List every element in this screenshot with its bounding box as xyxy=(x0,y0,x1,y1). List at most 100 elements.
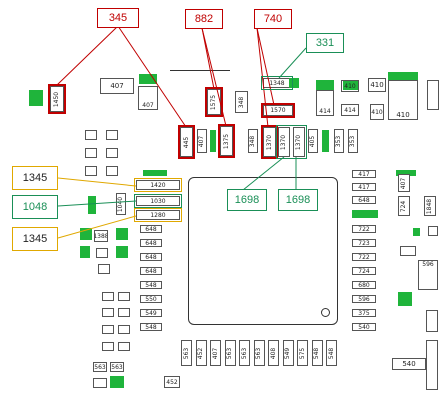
highlight-445 xyxy=(178,125,195,159)
component-722: 722 xyxy=(352,253,376,261)
component-small xyxy=(102,308,114,317)
component-small xyxy=(426,340,438,390)
component-1420: 1420 xyxy=(136,180,180,190)
component-452: 452 xyxy=(164,376,180,388)
component-550: 550 xyxy=(140,295,162,303)
component-648: 648 xyxy=(140,239,162,247)
component-353-b: 353 xyxy=(348,129,358,153)
component-407-a: 407 xyxy=(100,78,134,94)
component-small xyxy=(85,166,97,176)
component-1040: 1040 xyxy=(116,193,126,215)
silkscreen-bracket xyxy=(170,70,230,74)
green-pad xyxy=(388,72,418,80)
highlight-1570 xyxy=(261,103,295,118)
highlight-1348 xyxy=(261,76,293,90)
component-small xyxy=(118,325,130,334)
highlight-1370-bc xyxy=(276,125,307,159)
component-575: 575 xyxy=(297,340,308,366)
green-pad xyxy=(88,196,96,214)
component-1280: 1280 xyxy=(136,210,180,220)
callout-331: 331 xyxy=(306,33,344,53)
component-548: 548 xyxy=(311,340,323,366)
component-648: 648 xyxy=(140,225,162,233)
component-724-a: 724 xyxy=(398,196,410,216)
component-1030: 1030 xyxy=(136,196,180,206)
component-563: 563 xyxy=(93,362,107,372)
highlight-1280 xyxy=(134,208,182,222)
component-540: 540 xyxy=(352,323,376,331)
component-small xyxy=(93,378,107,388)
component-small xyxy=(400,246,416,256)
component-375: 375 xyxy=(352,309,376,317)
component-563: 563 xyxy=(181,340,192,366)
component-small xyxy=(85,148,97,158)
component-small xyxy=(118,308,130,317)
callout-882: 882 xyxy=(185,9,223,29)
component-348-a: 348 xyxy=(235,91,248,113)
component-407-d: 407 xyxy=(398,174,410,192)
component-445: 445 xyxy=(180,127,193,157)
component-722: 722 xyxy=(352,225,376,233)
component-410-c: 410 xyxy=(388,80,418,120)
component-405: 405 xyxy=(308,129,318,153)
green-pad xyxy=(29,90,43,106)
component-724: 724 xyxy=(352,267,376,275)
component-410-d: 410 xyxy=(370,104,384,120)
component-548: 548 xyxy=(140,323,162,331)
component-1370-b: 1370 xyxy=(278,127,290,157)
green-pad xyxy=(316,80,334,90)
component-563: 563 xyxy=(239,340,250,366)
green-pad xyxy=(398,292,412,306)
component-407-b: 407 xyxy=(138,86,158,110)
component-small xyxy=(106,130,118,140)
callout-740: 740 xyxy=(254,9,292,29)
highlight-1420 xyxy=(134,178,182,192)
component-small xyxy=(96,248,108,258)
component-596: 596 xyxy=(352,295,376,303)
green-pad xyxy=(413,228,420,236)
component-small xyxy=(118,292,130,301)
component-596-b: 596 xyxy=(418,260,438,290)
callout-345: 345 xyxy=(97,8,139,28)
component-410-a: 410 xyxy=(341,80,359,92)
component-407-c: 407 xyxy=(197,129,207,153)
callout-1698-b: 1698 xyxy=(278,189,318,211)
green-pad xyxy=(210,130,216,152)
component-563: 563 xyxy=(224,340,236,366)
component-540-b: 540 xyxy=(392,358,426,370)
component-small xyxy=(102,325,114,334)
green-pad xyxy=(116,228,128,240)
green-pad xyxy=(289,78,299,88)
component-563: 563 xyxy=(110,362,124,372)
green-pad xyxy=(396,170,416,176)
component-680: 680 xyxy=(352,281,376,289)
component-small xyxy=(102,292,114,301)
component-563: 563 xyxy=(253,340,265,366)
component-small xyxy=(106,166,118,176)
component-353-a: 353 xyxy=(334,129,344,153)
component-1388: 1388 xyxy=(94,230,108,242)
component-348-b: 348 xyxy=(248,129,258,153)
component-417: 417 xyxy=(352,183,376,191)
component-549: 549 xyxy=(140,309,162,317)
highlight-1370-a xyxy=(261,125,278,159)
component-417: 417 xyxy=(352,170,376,178)
component-410-b: 410 xyxy=(368,78,386,92)
component-1450: 1450 xyxy=(50,86,64,112)
green-pad xyxy=(343,80,359,90)
highlight-1030 xyxy=(134,194,182,208)
callout-1345-a: 1345 xyxy=(12,166,58,190)
highlight-1575 xyxy=(205,87,223,117)
green-pad xyxy=(110,376,124,388)
component-small xyxy=(98,264,110,274)
component-648: 648 xyxy=(352,196,376,204)
component-small xyxy=(106,148,118,158)
component-648: 648 xyxy=(140,267,162,275)
callout-1698-a: 1698 xyxy=(227,189,267,211)
component-408: 408 xyxy=(268,340,279,366)
component-548: 548 xyxy=(140,281,162,289)
pin1-marker xyxy=(321,308,330,317)
component-723: 723 xyxy=(352,239,376,247)
